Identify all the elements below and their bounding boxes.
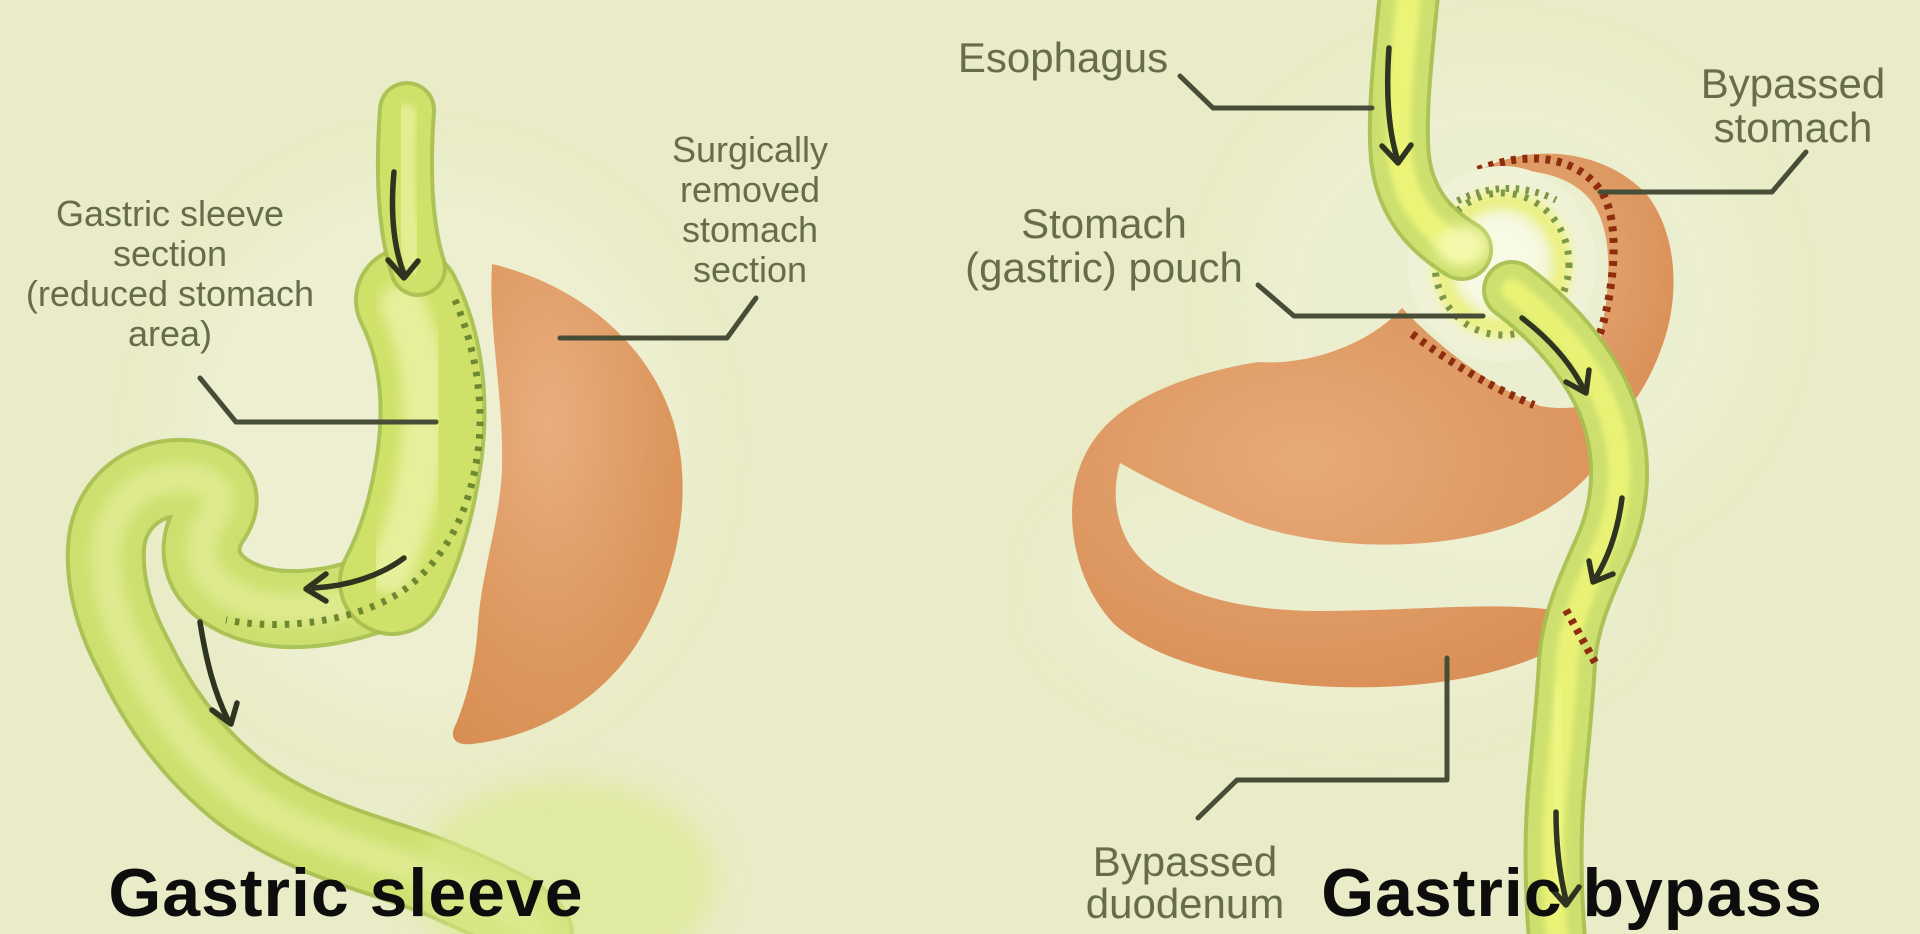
label-removed-section-line3: stomach xyxy=(682,209,818,250)
bypassed-stomach-body xyxy=(1072,308,1625,688)
roux-flow-arrow xyxy=(1592,495,1625,582)
label-bypassed-duodenum: Bypassed duodenum xyxy=(1086,838,1285,927)
label-bypassed-stomach: Bypassed stomach xyxy=(1701,60,1885,151)
label-bypassed-duodenum-line2: duodenum xyxy=(1086,880,1285,927)
sleeve-outlet-arrow xyxy=(311,555,407,591)
label-bypassed-stomach-line1: Bypassed xyxy=(1701,60,1885,107)
duodenum-flow-arrowhead xyxy=(209,700,240,727)
leader-gastric-pouch xyxy=(1255,282,1486,319)
leader-bypassed-stomach xyxy=(1597,149,1809,195)
label-sleeve-section-line2: section xyxy=(113,233,227,274)
staple-line-sleeve xyxy=(225,298,484,628)
gastric-sleeve-diagram: Gastric sleeve section (reduced stomach … xyxy=(26,81,828,934)
label-bypassed-duodenum-line1: Bypassed xyxy=(1093,838,1277,885)
sleeve-outlet-arrowhead xyxy=(303,571,329,604)
label-removed-section: Surgically removed stomach section xyxy=(672,129,828,290)
leader-bypassed-duodenum xyxy=(1195,655,1450,821)
label-sleeve-section-line1: Gastric sleeve xyxy=(56,193,284,234)
staple-line-fundus xyxy=(1476,154,1618,371)
left-diagram-title: Gastric sleeve xyxy=(108,855,583,931)
pouch-outlet-arrowhead xyxy=(1563,367,1592,396)
flow-arrows-left xyxy=(197,169,421,727)
label-gastric-pouch: Stomach (gastric) pouch xyxy=(965,200,1243,291)
label-removed-section-line2: removed xyxy=(680,169,820,210)
label-gastric-pouch-line1: Stomach xyxy=(1021,200,1187,247)
removed-stomach-section xyxy=(452,264,683,745)
esophagus-flow-arrowhead-right xyxy=(1379,142,1414,166)
roux-flow-arrowhead xyxy=(1586,558,1616,585)
intestine-fade xyxy=(415,780,715,934)
roux-bottom-arrow xyxy=(1553,809,1569,903)
label-removed-section-line1: Surgically xyxy=(672,129,828,170)
right-diagram-title: Gastric bypass xyxy=(1321,855,1823,931)
esophagus-flow-arrow xyxy=(389,169,407,277)
label-sleeve-section-line4: area) xyxy=(128,313,212,354)
label-sleeve-section: Gastric sleeve section (reduced stomach … xyxy=(26,193,314,354)
leader-esophagus xyxy=(1177,73,1375,111)
pouch-outlet-arrow xyxy=(1519,315,1586,391)
gastric-sleeve-section xyxy=(338,246,487,636)
esophagus-left xyxy=(375,81,447,297)
duodenum-flow-arrow xyxy=(197,619,231,723)
esophagus-pouch-junction-glow xyxy=(1436,226,1488,266)
esophagus-flow-arrowhead xyxy=(385,257,421,281)
label-gastric-pouch-line2: (gastric) pouch xyxy=(965,244,1243,291)
label-bypassed-stomach-line2: stomach xyxy=(1714,104,1873,151)
roux-bottom-arrowhead xyxy=(1548,884,1582,908)
staple-line-pouch-top xyxy=(1447,185,1558,209)
flow-arrows-right xyxy=(1379,45,1625,908)
label-sleeve-section-line3: (reduced stomach xyxy=(26,273,314,314)
esophagus-flow-arrow-right xyxy=(1384,45,1400,161)
duodenum-left xyxy=(65,437,574,934)
staple-line-body xyxy=(1409,330,1536,409)
bypassed-stomach-fundus xyxy=(1470,153,1674,430)
leader-sleeve-section xyxy=(197,375,439,425)
label-esophagus: Esophagus xyxy=(958,34,1168,81)
leader-removed-section xyxy=(557,295,759,341)
label-removed-section-line4: section xyxy=(693,249,807,290)
gastric-bypass-diagram: Esophagus Bypassed stomach Stomach (gast… xyxy=(958,0,1885,934)
